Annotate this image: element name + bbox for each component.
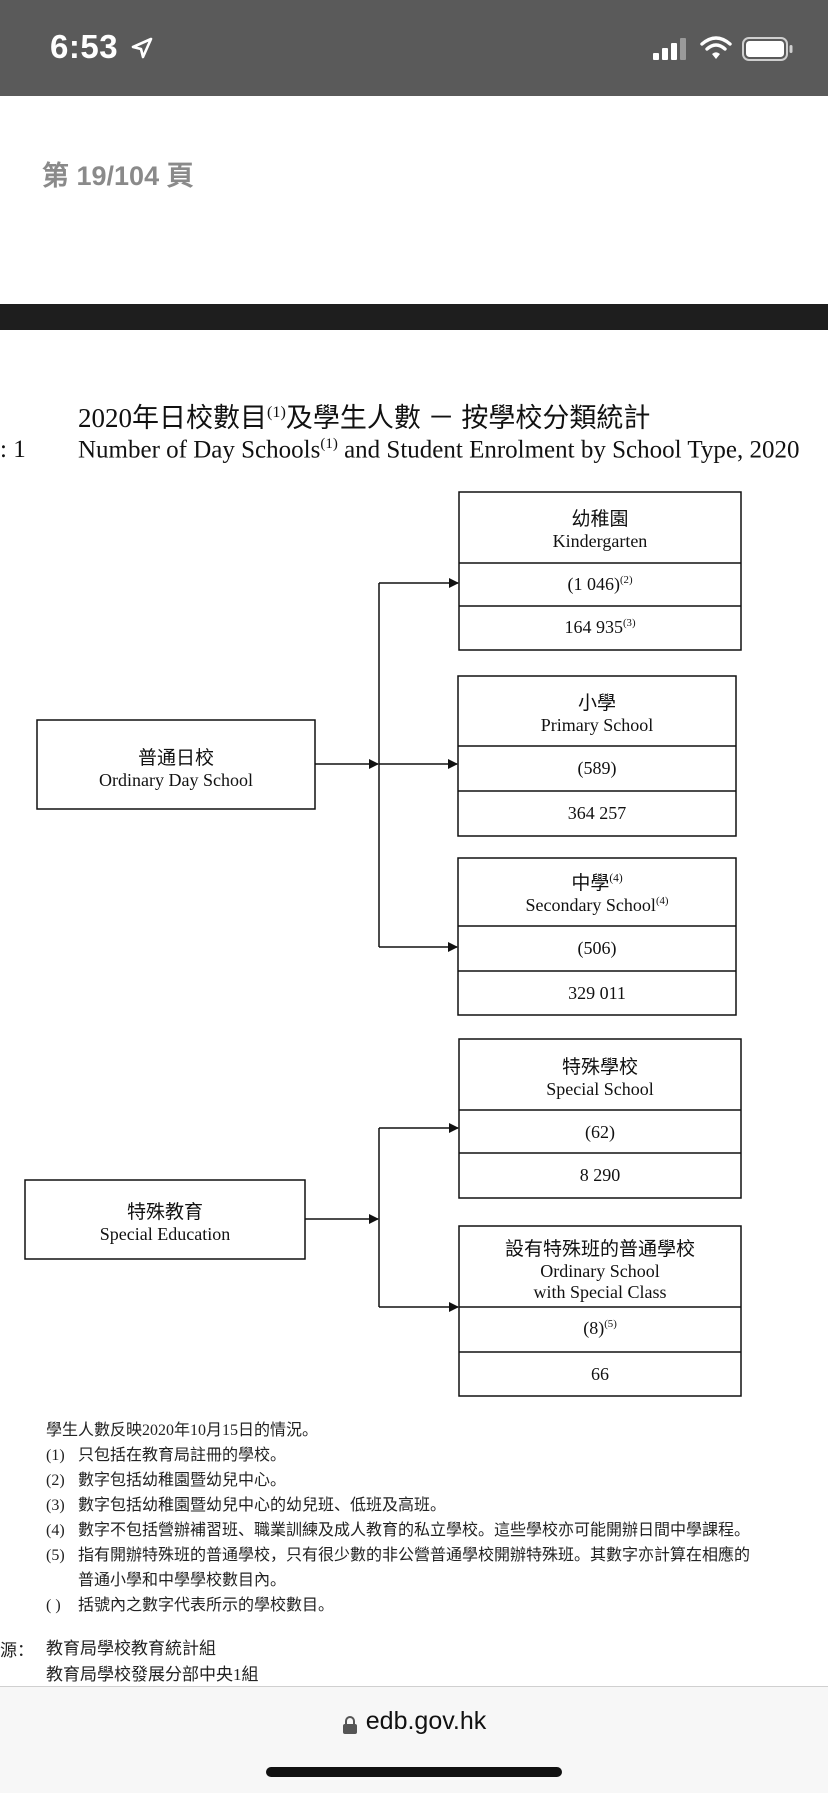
note-number: (5) [46,1547,65,1564]
note-item: (4) 數字不包括營辦補習班、職業訓練及成人教育的私立學校。這些學校亦可能開辦日間… [46,1518,828,1543]
note-number: (4) [46,1522,65,1539]
note-number: (2) [46,1472,65,1489]
table-title-zh-main: 2020年日校數目 [78,403,267,433]
note-intro: 學生人數反映2020年10月15日的情況。 [46,1422,319,1439]
kindergarten-en: Kindergarten [552,531,648,551]
secondary-school-en-note: (4) [655,895,669,907]
note-number: ( ) [46,1597,61,1614]
browser-bottom-bar: edb.gov.hk [0,1686,828,1793]
secondary-school-count: (506) [577,938,617,958]
primary-school-label: 小學 Primary School [458,688,736,736]
status-bar: 6:53 [0,0,828,96]
ordinary-day-school-label: 普通日校 Ordinary Day School [37,743,315,791]
note-number: (1) [46,1447,65,1464]
primary-enrolment: 364 257 [567,803,627,823]
primary-school-count: (589) [577,758,617,778]
lock-icon [342,1715,357,1734]
special-class-zh: 設有特殊班的普通學校 [504,1239,695,1260]
special-class-en-line1: Ordinary School [540,1261,660,1281]
page-divider [0,304,828,330]
special-class-enrolment: 66 [591,1364,609,1384]
source-list: 教育局學校教育統計組 教育局學校發展分部中央1組 [46,1636,259,1688]
note-item: (1) 只包括在教育局註冊的學校。 [46,1443,828,1468]
secondary-enrolment: 329 011 [568,983,626,1003]
source-line: 教育局學校教育統計組 [46,1639,216,1658]
special-school-zh: 特殊學校 [561,1057,638,1078]
note-text: 只包括在教育局註冊的學校。 [78,1447,287,1464]
kindergarten-enrolment-value: 164 935 [564,617,623,637]
table-notes: 學生人數反映2020年10月15日的情況。 (1) 只包括在教育局註冊的學校。 (… [46,1418,828,1618]
special-education-zh: 特殊教育 [126,1202,203,1223]
note-item: (5) 指有開辦特殊班的普通學校，只有很少數的非公營普通學校開辦特殊班。其數字亦計… [46,1543,828,1568]
table-title-en: Number of Day Schools(1) and Student Enr… [78,436,799,464]
primary-school-en: Primary School [540,715,654,735]
note-item-continued: 普通小學和中學學校數目內。 [78,1572,287,1589]
special-class-box [458,1225,742,1397]
special-school-en: Special School [546,1079,654,1099]
table-number: : 1 [0,436,26,463]
table-title-zh-note: (1) [267,403,286,421]
address-bar[interactable]: edb.gov.hk [0,1707,828,1736]
cellular-signal-icon [653,38,686,60]
url-text: edb.gov.hk [365,1707,487,1735]
special-school-box [458,1038,742,1199]
special-class-school-count: (8)(5) [459,1318,741,1339]
wifi-icon [700,36,732,59]
home-indicator[interactable] [266,1767,562,1777]
special-class-en-line2: with Special Class [533,1282,667,1302]
note-text: 括號內之數字代表所示的學校數目。 [78,1597,335,1614]
secondary-school-label: 中學(4) Secondary School(4) [458,868,736,916]
secondary-school-en-text: Secondary School [525,895,656,915]
note-text: 數字包括幼稚園暨幼兒中心。 [78,1472,287,1489]
primary-school-box [457,675,737,837]
special-school-enrolment: 8 290 [579,1165,621,1185]
kindergarten-school-count-value: (1 046) [567,574,620,594]
page-indicator: 第 19/104 頁 [42,161,194,191]
note-text: 數字包括幼稚園暨幼兒中心的幼兒班、低班及高班。 [78,1497,447,1514]
battery-icon [742,37,793,61]
note-item: (3) 數字包括幼稚園暨幼兒中心的幼兒班、低班及高班。 [46,1493,828,1518]
special-class-label: 設有特殊班的普通學校 Ordinary School with Special … [459,1234,741,1303]
kindergarten-box [458,491,742,651]
table-title-zh-rest: 及學生人數 － 按學校分類統計 [285,403,651,433]
location-arrow-icon [131,37,153,59]
special-school-label: 特殊學校 Special School [459,1052,741,1100]
ordinary-day-school-en: Ordinary Day School [99,770,253,790]
secondary-school-zh: 中學(4) [458,868,736,895]
secondary-school-box [457,857,737,1016]
special-class-school-count-note: (5) [604,1318,617,1330]
secondary-school-zh-note: (4) [609,872,623,885]
table-title-zh: 2020年日校數目(1)及學生人數 － 按學校分類統計 [78,396,650,435]
ordinary-day-school-zh: 普通日校 [137,748,214,769]
kindergarten-school-count: (1 046)(2) [459,574,741,595]
special-school-count: (62) [585,1122,615,1142]
note-item: (2) 數字包括幼稚園暨幼兒中心。 [46,1468,828,1493]
special-class-school-count-value: (8) [583,1318,605,1338]
note-number: (3) [46,1497,65,1514]
kindergarten-school-count-note: (2) [619,574,633,586]
kindergarten-enrolment-note: (3) [622,617,636,629]
note-text: 指有開辦特殊班的普通學校，只有很少數的非公營普通學校開辦特殊班。其數字亦計算在相… [78,1547,751,1564]
secondary-school-zh-text: 中學 [571,873,610,894]
special-education-label: 特殊教育 Special Education [25,1197,305,1245]
special-education-en: Special Education [99,1224,231,1244]
table-title-en-note: (1) [320,436,338,452]
status-time: 6:53 [50,28,119,65]
source-label: 源： [0,1641,34,1660]
kindergarten-label: 幼稚園 Kindergarten [459,504,741,552]
table-title-en-main: Number of Day Schools [78,436,321,464]
kindergarten-enrolment: 164 935(3) [459,617,741,638]
kindergarten-zh: 幼稚園 [571,509,629,530]
secondary-school-en: Secondary School(4) [458,895,736,916]
note-item: ( ) 括號內之數字代表所示的學校數目。 [46,1593,828,1618]
source-line: 教育局學校發展分部中央1組 [46,1665,259,1684]
table-title-en-rest: and Student Enrolment by School Type, 20… [337,436,800,464]
primary-school-zh: 小學 [577,693,616,714]
note-text: 數字不包括營辦補習班、職業訓練及成人教育的私立學校。這些學校亦可能開辦日間中學課… [78,1522,751,1539]
